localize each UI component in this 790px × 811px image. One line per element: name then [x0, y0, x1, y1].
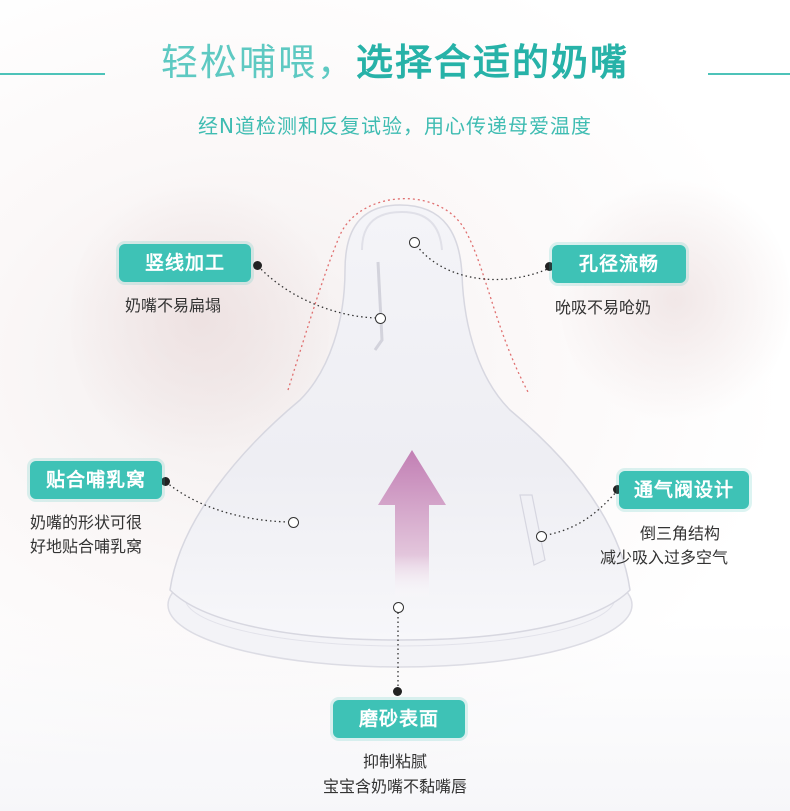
feature-matte-desc-2: 宝宝含奶嘴不黏嘴唇 — [322, 777, 467, 796]
title-part-2: 选择合适的奶嘴 — [356, 41, 629, 84]
feature-vertical-anchor — [253, 261, 262, 270]
title-divider-left — [0, 73, 105, 75]
title-divider-right — [708, 73, 790, 75]
feature-vent-anchor — [613, 485, 622, 494]
page-subtitle: 经N道检测和反复试验，用心传递母爱温度 — [198, 114, 592, 138]
feature-matte-badge: 磨砂表面 — [333, 700, 465, 738]
feature-vent-target — [536, 531, 547, 542]
feature-vent-badge: 通气阀设计 — [619, 471, 749, 509]
feature-flow-badge: 孔径流畅 — [552, 245, 686, 283]
feature-vertical-desc: 奶嘴不易扁塌 — [125, 296, 222, 315]
background-blur-right — [560, 170, 790, 430]
feature-flow-target — [409, 237, 420, 248]
feature-fit-anchor — [161, 477, 170, 486]
feature-fit-desc-1: 奶嘴的形状可很 — [30, 513, 143, 532]
feature-vertical-badge: 竖线加工 — [119, 244, 251, 282]
feature-vertical-target — [375, 313, 386, 324]
feature-flow-anchor — [545, 262, 554, 271]
feature-fit-badge: 贴合哺乳窝 — [30, 461, 162, 499]
feature-matte-desc-1: 抑制粘腻 — [362, 752, 427, 771]
feature-matte-anchor — [393, 687, 402, 696]
page-title: 轻松哺喂，选择合适的奶嘴 — [0, 40, 790, 86]
feature-vent-desc-2: 减少吸入过多空气 — [600, 548, 729, 567]
title-part-1: 轻松哺喂， — [161, 41, 356, 84]
feature-vent-desc-1: 倒三角结构 — [640, 524, 721, 543]
feature-matte-target — [393, 602, 404, 613]
feature-fit-desc-2: 好地贴合哺乳窝 — [30, 537, 143, 556]
feature-fit-target — [288, 517, 299, 528]
feature-flow-desc: 吮吸不易呛奶 — [555, 298, 652, 317]
